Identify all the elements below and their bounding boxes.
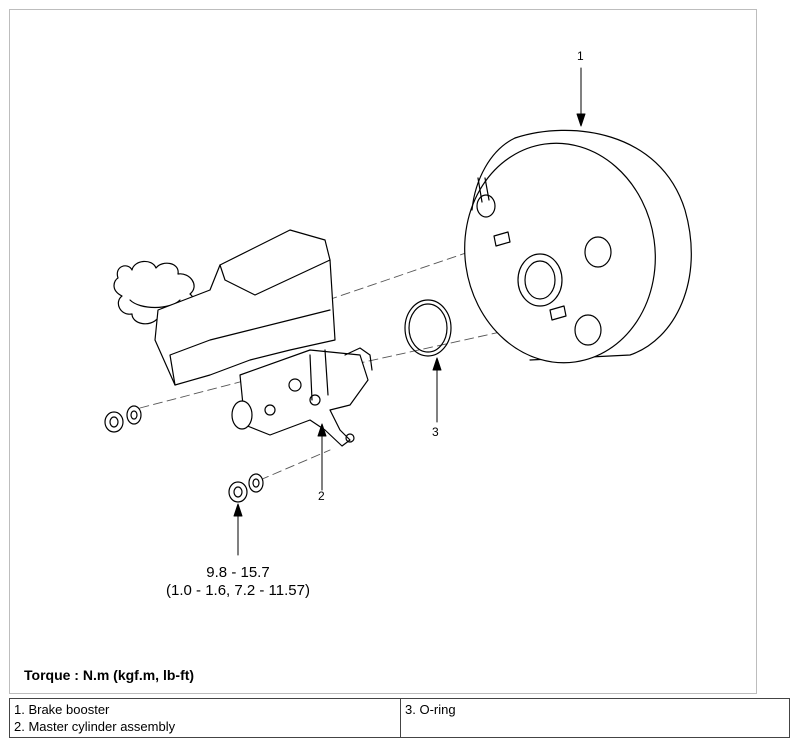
torque-value-line2: (1.0 - 1.6, 7.2 - 11.57) (166, 582, 310, 599)
legend-item: 3. O-ring (405, 702, 456, 717)
exploded-diagram: 1 2 3 9.8 - 15.7 (1.0 - 1.6, 7.2 - 11.57… (9, 9, 757, 694)
legend-item: 2. Master cylinder assembly (14, 719, 176, 734)
legend-row: 1. Brake booster 2. Master cylinder asse… (9, 698, 790, 738)
leader-arrows (233, 67, 586, 556)
upper-nut-drawing (104, 405, 142, 433)
legend-left-cell: 1. Brake booster 2. Master cylinder asse… (9, 698, 401, 738)
brake-booster-drawing (464, 129, 692, 364)
callout-3: 3 (432, 425, 439, 439)
torque-value-line1: 9.8 - 15.7 (206, 564, 270, 581)
torque-value: 9.8 - 15.7 (1.0 - 1.6, 7.2 - 11.57) (158, 564, 318, 600)
diagram-drawing (104, 67, 692, 556)
lower-nut-drawing (228, 473, 264, 503)
o-ring-drawing (404, 299, 452, 357)
callout-1: 1 (577, 49, 584, 63)
parts-legend: 1. Brake booster 2. Master cylinder asse… (9, 698, 790, 738)
legend-item: 1. Brake booster (14, 702, 110, 717)
master-cylinder-drawing (113, 229, 373, 447)
legend-right-cell: 3. O-ring (400, 698, 790, 738)
callout-2: 2 (318, 489, 325, 503)
torque-units-note: Torque : N.m (kgf.m, lb-ft) (24, 667, 195, 683)
